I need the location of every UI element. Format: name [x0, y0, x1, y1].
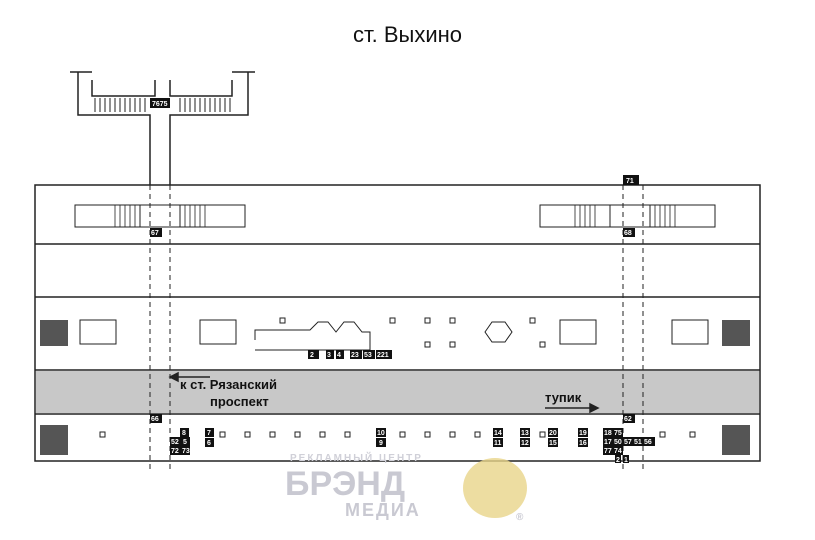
overpass-stairs-left [94, 98, 146, 112]
svg-text:2: 2 [310, 352, 314, 359]
passage-dashes [149, 185, 644, 470]
svg-text:18: 18 [604, 430, 612, 437]
tag-68: 68 [624, 230, 632, 237]
svg-text:62: 62 [624, 416, 632, 423]
svg-text:4: 4 [337, 352, 341, 359]
svg-text:53: 53 [364, 352, 372, 359]
dead-end-label: тупик [545, 390, 582, 405]
tag-7675: 7675 [152, 101, 168, 108]
overpass-stairs-right [179, 98, 231, 112]
track-band [36, 371, 759, 413]
svg-text:56: 56 [644, 439, 652, 446]
platform1-right-block [722, 320, 750, 346]
platform2-tags: 66 62 8 52 5 72 73 7 6 10 9 14 11 13 12 … [150, 414, 655, 464]
svg-text:13: 13 [521, 430, 529, 437]
direction-label-line1: к ст. Рязанский [180, 377, 277, 392]
watermark: РЕКЛАМНЫЙ ЦЕНТР БРЭНД МЕДИА ® [285, 451, 527, 523]
svg-text:8: 8 [182, 430, 186, 437]
svg-text:11: 11 [494, 440, 502, 447]
overpass [70, 71, 255, 185]
svg-text:50: 50 [614, 439, 622, 446]
watermark-reg: ® [516, 512, 524, 523]
svg-text:20: 20 [549, 430, 557, 437]
watermark-main: БРЭНД [285, 465, 405, 503]
station-frame [34, 184, 761, 462]
svg-text:19: 19 [579, 430, 587, 437]
svg-text:72: 72 [171, 448, 179, 455]
svg-text:7: 7 [207, 430, 211, 437]
tag-71: 71 [626, 178, 634, 185]
svg-text:6: 6 [207, 440, 211, 447]
station-title: ст. Выхино [352, 22, 463, 47]
svg-text:2: 2 [616, 457, 620, 464]
svg-text:3: 3 [327, 352, 331, 359]
dead-end-arrow-right [545, 402, 600, 414]
svg-text:52: 52 [171, 439, 179, 446]
tag-67: 67 [151, 230, 159, 237]
svg-text:74: 74 [614, 448, 622, 455]
svg-text:9: 9 [379, 440, 383, 447]
svg-text:10: 10 [377, 430, 385, 437]
svg-text:23: 23 [351, 352, 359, 359]
platform2-right-block [722, 425, 750, 455]
svg-text:5: 5 [183, 439, 187, 446]
svg-text:75: 75 [614, 430, 622, 437]
upper-stairs-left [74, 204, 246, 228]
platform2-left-block [40, 425, 68, 455]
svg-text:66: 66 [151, 416, 159, 423]
svg-text:15: 15 [549, 440, 557, 447]
direction-arrow-left [168, 371, 210, 383]
svg-text:16: 16 [579, 440, 587, 447]
svg-text:221: 221 [377, 352, 389, 359]
svg-text:1: 1 [624, 457, 628, 464]
watermark-top: РЕКЛАМНЫЙ ЦЕНТР [290, 451, 423, 464]
upper-stair-steps [114, 205, 676, 227]
svg-text:14: 14 [494, 430, 502, 437]
mammoth-logo [463, 458, 527, 518]
platform1-pavilions [79, 319, 709, 351]
direction-label-line2: проспект [210, 394, 269, 409]
platform-columns [99, 317, 696, 438]
svg-text:77: 77 [604, 448, 612, 455]
svg-text:12: 12 [521, 440, 529, 447]
svg-text:73: 73 [182, 448, 190, 455]
svg-text:17: 17 [604, 439, 612, 446]
svg-text:57: 57 [624, 439, 632, 446]
upper-tags: 7675 71 67 68 [150, 98, 639, 237]
svg-text:51: 51 [634, 439, 642, 446]
upper-stairs-right [539, 204, 716, 228]
platform1-tags: 2 3 4 23 53 221 [308, 350, 392, 359]
watermark-sub: МЕДИА [345, 500, 421, 520]
platform1-left-block [40, 320, 68, 346]
